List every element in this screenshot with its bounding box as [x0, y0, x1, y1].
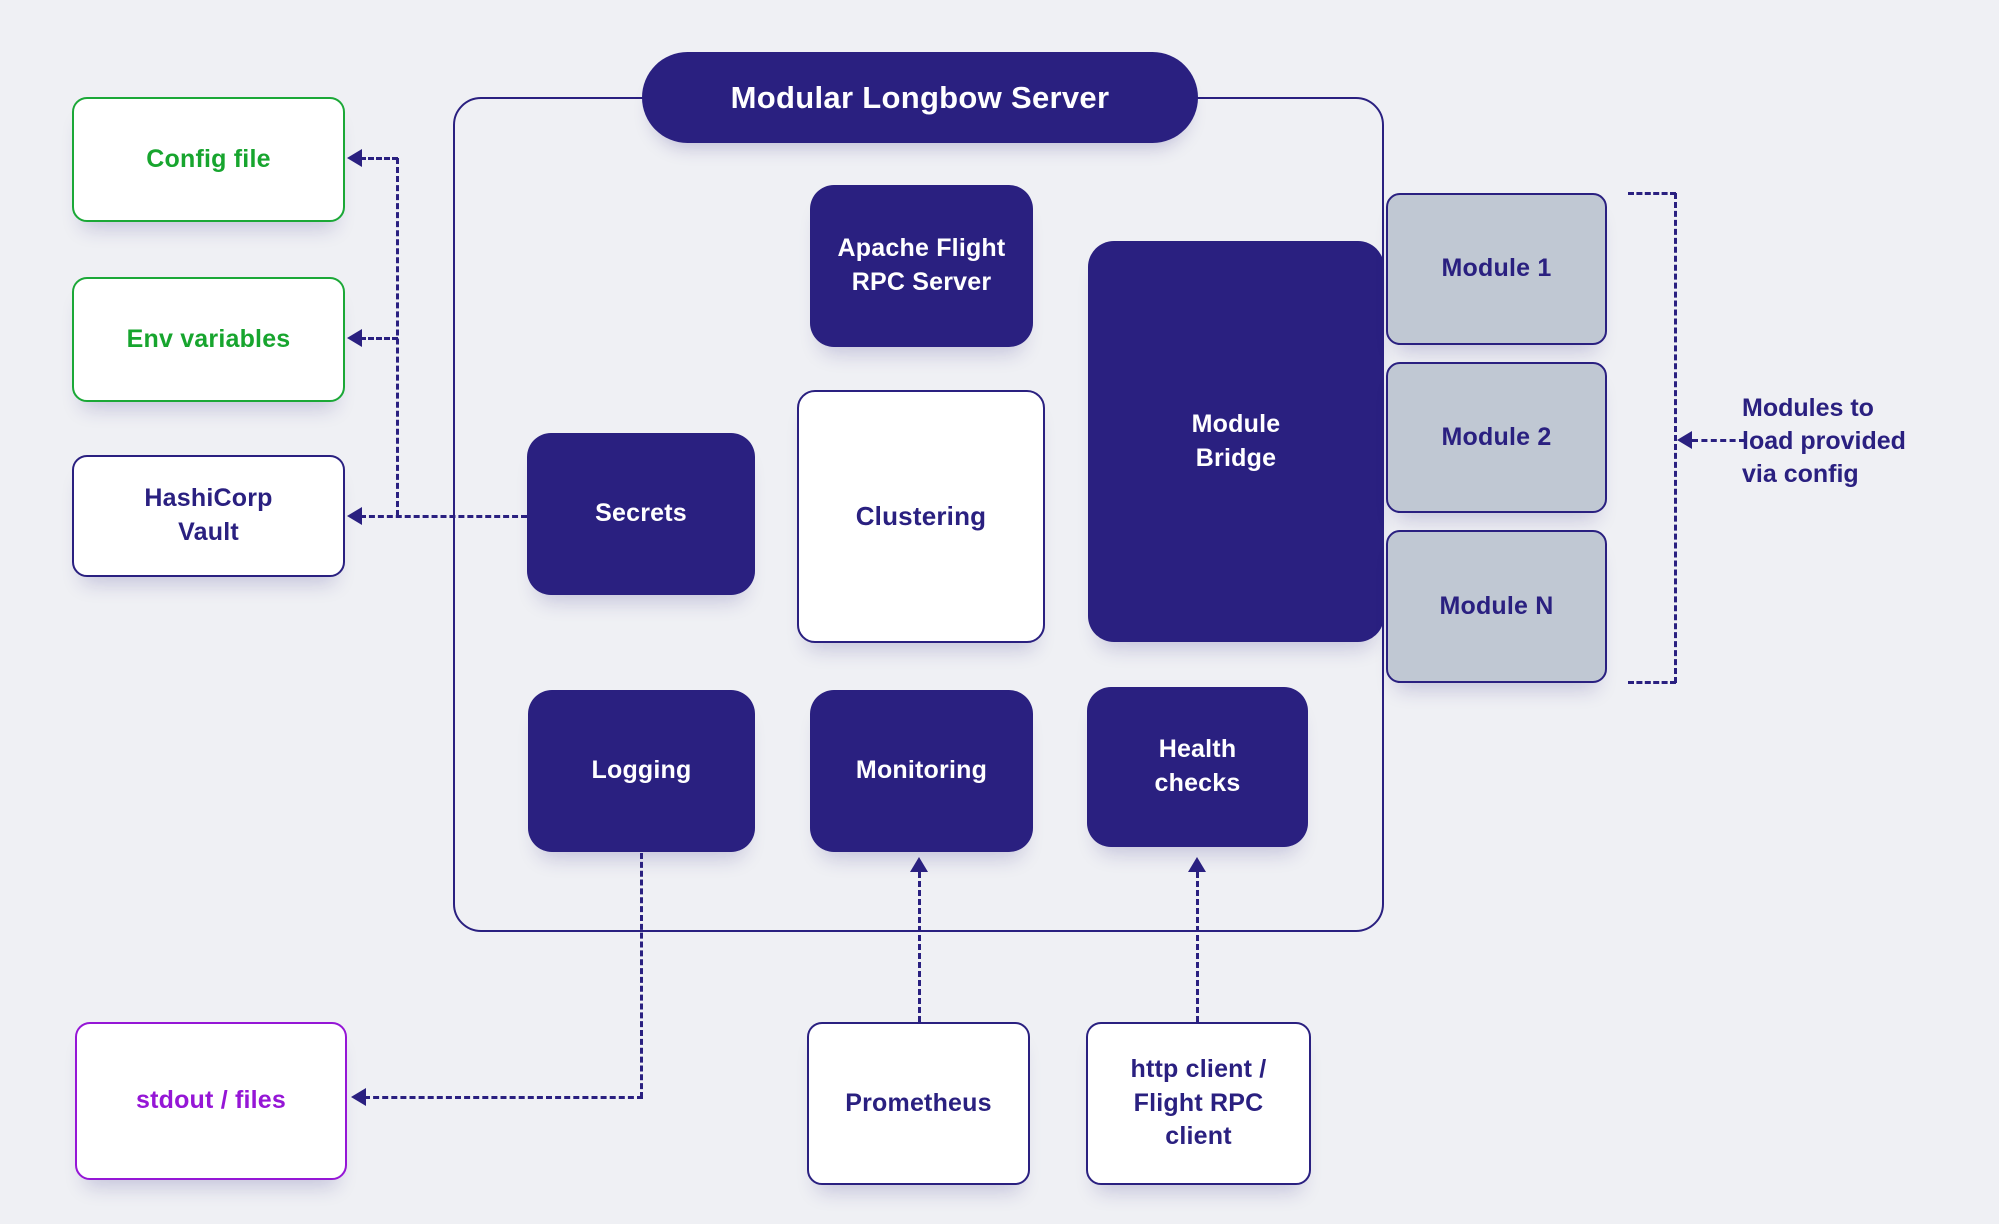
box-health-checks: Health checks: [1087, 687, 1308, 847]
apache-flight-label: Apache Flight RPC Server: [837, 234, 1006, 296]
box-clustering: Clustering: [797, 390, 1045, 643]
server-title-pill: Modular Longbow Server: [642, 52, 1198, 143]
monitoring-label: Monitoring: [855, 756, 988, 785]
arrowhead-env-variables: [347, 329, 362, 347]
arrowhead-stdout: [351, 1088, 366, 1106]
connector-secrets-to-vault: [360, 515, 527, 518]
config-file-label: Config file: [146, 144, 271, 173]
connector-prometheus-to-monitoring: [918, 872, 921, 1022]
env-variables-label: Env variables: [126, 324, 291, 353]
hashicorp-vault-label: HashiCorp Vault: [144, 484, 273, 546]
box-apache-flight-rpc-server: Apache Flight RPC Server: [810, 185, 1033, 347]
connector-to-env-variables: [360, 337, 398, 340]
connector-to-stdout: [364, 1096, 643, 1099]
arrowhead-monitoring: [910, 857, 928, 872]
box-config-file: Config file: [72, 97, 345, 222]
arrowhead-bracket: [1677, 431, 1692, 449]
bracket-modules-bottom-stub: [1628, 681, 1676, 684]
connector-annotation-to-bracket: [1692, 439, 1745, 442]
clustering-label: Clustering: [855, 500, 987, 531]
module-bridge-label: Module Bridge: [1191, 409, 1281, 472]
box-env-variables: Env variables: [72, 277, 345, 402]
bracket-modules-vertical: [1674, 193, 1677, 683]
health-checks-label: Health checks: [1154, 735, 1241, 797]
box-stdout-files: stdout / files: [75, 1022, 347, 1180]
arrowhead-config-file: [347, 149, 362, 167]
arrowhead-vault: [347, 507, 362, 525]
secrets-label: Secrets: [595, 499, 687, 528]
box-module-bridge: Module Bridge: [1088, 241, 1384, 642]
module-2-label: Module 2: [1441, 422, 1552, 451]
box-module-n: Module N: [1386, 530, 1607, 683]
box-monitoring: Monitoring: [810, 690, 1033, 852]
box-hashicorp-vault: HashiCorp Vault: [72, 455, 345, 577]
connector-httpclient-to-healthchecks: [1196, 872, 1199, 1022]
stdout-files-label: stdout / files: [135, 1086, 287, 1115]
prometheus-label: Prometheus: [845, 1088, 992, 1117]
box-prometheus: Prometheus: [807, 1022, 1030, 1185]
bracket-modules-top-stub: [1628, 192, 1676, 195]
box-logging: Logging: [528, 690, 755, 852]
box-secrets: Secrets: [527, 433, 755, 595]
connector-logging-vertical: [640, 853, 643, 1098]
server-title: Modular Longbow Server: [730, 79, 1110, 115]
http-client-label: http client / Flight RPC client: [1130, 1054, 1267, 1151]
arrowhead-health-checks: [1188, 857, 1206, 872]
module-1-label: Module 1: [1441, 254, 1552, 283]
box-http-client: http client / Flight RPC client: [1086, 1022, 1311, 1185]
logging-label: Logging: [591, 756, 692, 785]
connector-to-config-file: [360, 157, 398, 160]
modules-annotation: Modules to load provided via config: [1742, 394, 1906, 488]
box-module-2: Module 2: [1386, 362, 1607, 513]
module-n-label: Module N: [1439, 591, 1554, 620]
box-module-1: Module 1: [1386, 193, 1607, 345]
